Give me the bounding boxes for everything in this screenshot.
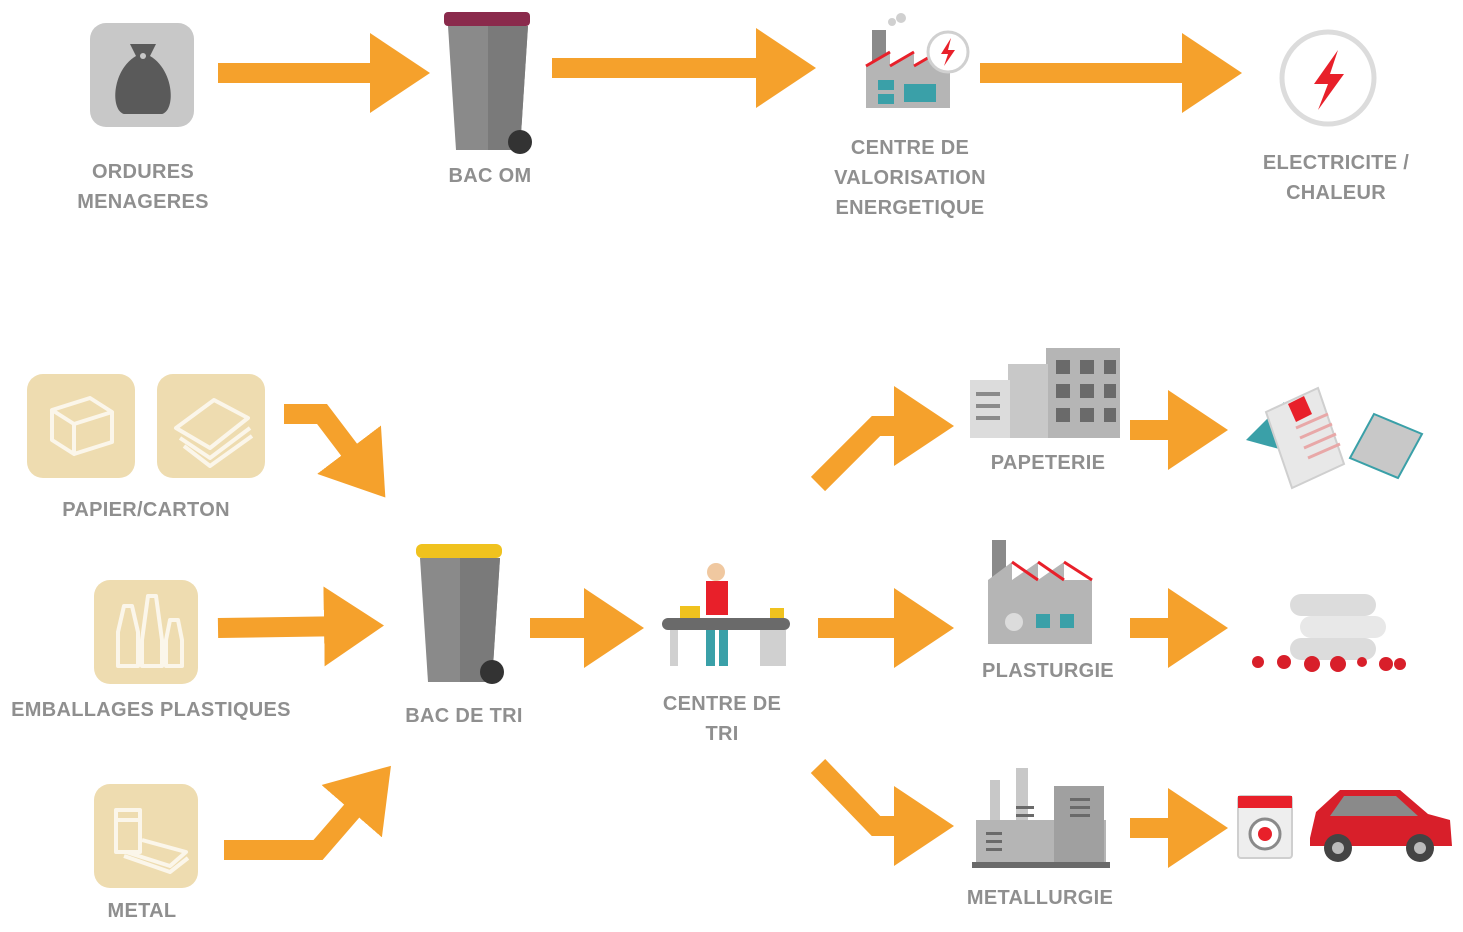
tri-flow-arrows [217,386,1229,868]
garbage-bag-icon [90,23,194,127]
label-metal: METAL [107,900,177,922]
label-metallurgie: METALLURGIE [966,887,1114,909]
electricity-icon [1279,29,1377,127]
grey-bin-om-icon [444,12,532,154]
label-emballages-plastiques: EMBALLAGES PLASTIQUES [11,699,291,721]
plastic-pellets-icon [1252,594,1406,672]
sorting-worker-icon [662,563,790,666]
paper-mill-icon [970,348,1120,438]
label-bac-om: BAC OM [448,165,532,187]
energy-recovery-plant-icon [865,13,970,108]
plastic-bottles-icon [94,580,198,684]
arrow-metal-to-bin [224,765,391,860]
label-papier-carton: PAPIER/CARTON [62,499,230,521]
yellow-lid-bin-icon [416,544,504,684]
arrow-center-to-steel [810,759,955,866]
plastics-factory-icon [988,540,1093,644]
arrow-paper-to-bin [284,404,386,498]
label-plasturgie: PLASTURGIE [982,660,1114,682]
metal-cans-icon [94,784,198,888]
arrow-center-to-paper-mill [810,386,955,492]
washing-machine-car-icon [1237,790,1452,862]
steel-plant-icon [972,768,1110,868]
cardboard-icon [157,374,265,478]
arrow-plastic-to-bin [217,586,384,667]
label-electricite-chaleur: ELECTRICITE /CHALEUR [1262,152,1410,204]
paper-icon [27,374,135,478]
om-flow-arrows [218,28,1243,113]
paper-products-icon [1246,386,1424,490]
label-bac-de-tri: BAC DE TRI [405,705,523,727]
label-papeterie: PAPETERIE [990,452,1106,474]
